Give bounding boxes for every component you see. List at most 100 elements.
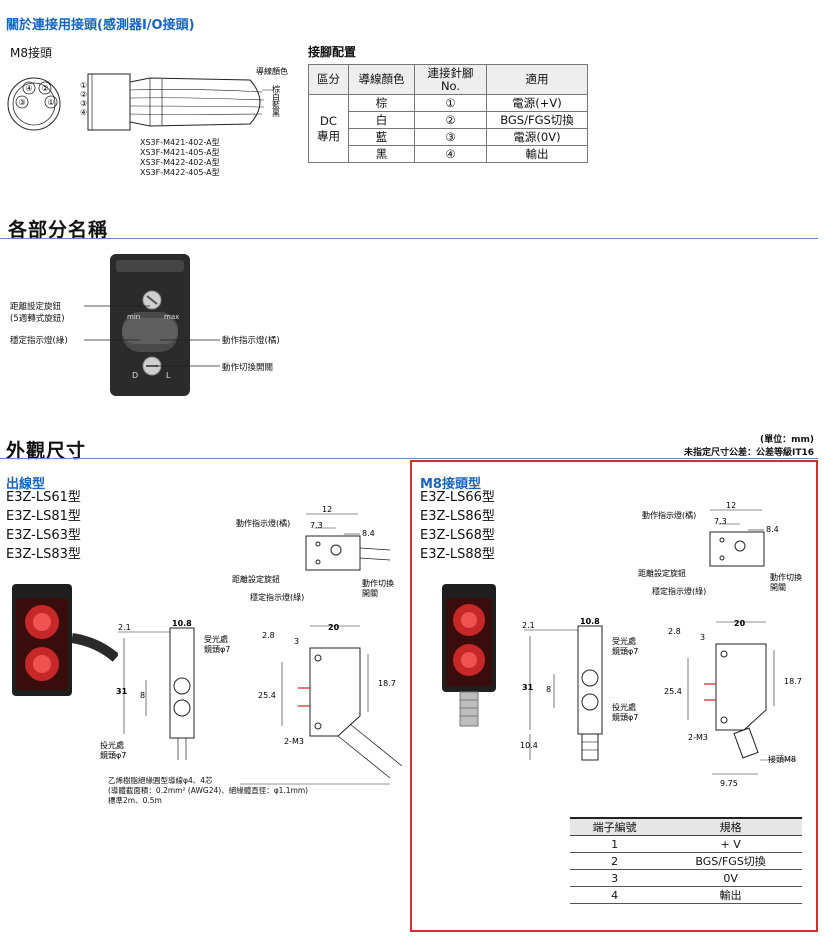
terminal-cell: + V — [659, 835, 802, 853]
pin-table-header: 區分 — [308, 64, 349, 95]
parts-leader-lines — [84, 305, 220, 367]
wire-color-header: 導線顏色 — [256, 66, 288, 76]
lbl-m3: 2-M3 — [688, 733, 708, 742]
section-divider — [0, 238, 818, 239]
dim-2-8: 2.8 — [668, 627, 681, 636]
lbl-rx-lens-2: 鏡頭φ7 — [204, 644, 230, 654]
dim-12: 12 — [726, 501, 736, 510]
dim-7-3: 7.3 — [714, 517, 727, 526]
wire-color-white: 白 — [272, 92, 280, 102]
l-label: L — [166, 371, 171, 380]
pin-table: 區分 導線顏色 連接針腳 No. 適用 DC 專用 棕 ① 電源(+V) 白 ②… — [308, 64, 588, 163]
dim-18-7: 18.7 — [784, 677, 802, 686]
max-label: max — [164, 313, 179, 321]
m8-type-highlight-box — [410, 460, 818, 932]
pin-table-header: 適用 — [486, 64, 588, 95]
m8-sensor-photo — [442, 584, 496, 727]
dim-2-8: 2.8 — [262, 631, 275, 640]
dim-31: 31 — [522, 683, 534, 692]
m8-model: E3Z-LS68型 — [420, 528, 495, 543]
model-1: XS3F-M421-402-A型 — [140, 138, 220, 147]
lbl-connector-m8: 接頭M8 — [768, 754, 796, 764]
cable-sensor-photo — [12, 584, 118, 696]
cable-model: E3Z-LS61型 — [6, 490, 81, 505]
pin-table-header: 導線顏色 — [348, 64, 415, 95]
terminal-table: 端子編號 規格 1 + V 2 BGS/FGS切換 3 0V 4 輸出 — [570, 817, 802, 904]
cable-note: 乙烯樹脂絕緣圓型導線φ4、4芯 (導體截面積：0.2mm² (AWG24)、絕緣… — [108, 776, 309, 805]
dim-9-75: 9.75 — [720, 779, 738, 788]
m8-type-title: M8接頭型 — [420, 477, 481, 492]
dim-20: 20 — [328, 623, 340, 632]
section-divider — [0, 458, 818, 459]
cable-dimension-drawing: 12 7.3 8.4 動作指示燈(橘) 距離設定旋鈕 穩定指示燈(綠) 動作切換… — [100, 505, 403, 785]
lbl-mode-sw-1: 動作切換 — [362, 578, 394, 588]
dim-10-8: 10.8 — [580, 617, 600, 626]
label-distance-knob: 距離設定旋鈕 (5週轉式旋鈕) — [10, 302, 65, 324]
m8-label: M8接頭 — [10, 46, 52, 60]
dim-8: 8 — [140, 691, 145, 700]
cable-model: E3Z-LS81型 — [6, 509, 81, 524]
pin-table-title: 接腳配置 — [308, 45, 357, 59]
terminal-cell: BGS/FGS切換 — [659, 852, 802, 870]
pin-3: ③ — [19, 98, 26, 107]
lbl-tx-lens-1: 投光處 — [612, 702, 636, 712]
tolerance-label: 未指定尺寸公差：公差等級IT16 — [683, 448, 814, 458]
pin-1: ① — [48, 98, 55, 107]
min-label: min — [127, 313, 140, 321]
lbl-stab-led: 穩定指示燈(綠) — [250, 592, 304, 602]
pin-table-cell: 黑 — [348, 145, 415, 163]
connector-section-title: 關於連接用接頭(感測器I/O接頭) — [6, 18, 195, 33]
wire-color-black: 黑 — [272, 109, 280, 118]
wire-color-blue: 藍 — [272, 100, 280, 110]
dim-2-1: 2.1 — [118, 623, 131, 632]
cable-type-title: 出線型 — [6, 477, 46, 492]
m8-type-models: E3Z-LS66型 E3Z-LS86型 E3Z-LS68型 E3Z-LS88型 — [420, 488, 495, 564]
lbl-mode-sw-2: 開關 — [362, 589, 378, 598]
pin-table-cell: 電源(0V) — [486, 128, 588, 146]
dim-18-7: 18.7 — [378, 679, 396, 688]
lbl-mode-sw-2: 開關 — [770, 583, 786, 592]
cable-pin-4: ④ — [80, 108, 87, 117]
pin-table-cell: 藍 — [348, 128, 415, 146]
lbl-rx-lens-1: 受光處 — [612, 636, 636, 646]
pin-table-group: DC 專用 — [308, 94, 349, 163]
wire-color-brown: 棕 — [272, 84, 280, 94]
terminal-cell: 輸出 — [659, 886, 802, 904]
m8-model: E3Z-LS88型 — [420, 547, 495, 562]
lbl-dist-knob: 距離設定旋鈕 — [638, 568, 686, 578]
pin-table-cell: ② — [414, 111, 487, 129]
cable-pin-2: ② — [80, 90, 87, 99]
m8-model: E3Z-LS86型 — [420, 509, 495, 524]
cable-pin-1: ① — [80, 81, 87, 90]
pin-4: ④ — [26, 84, 33, 93]
pin-table-cell: 白 — [348, 111, 415, 129]
dim-31: 31 — [116, 687, 128, 696]
cable-type-models: E3Z-LS61型 E3Z-LS81型 E3Z-LS63型 E3Z-LS83型 — [6, 488, 81, 564]
cable-model: E3Z-LS63型 — [6, 528, 81, 543]
label-stability-led: 穩定指示燈(綠) — [10, 336, 68, 346]
lbl-dist-knob: 距離設定旋鈕 — [232, 574, 280, 584]
unit-note: (單位：mm) 未指定尺寸公差：公差等級IT16 — [684, 432, 814, 458]
dim-10-8: 10.8 — [172, 619, 192, 628]
lbl-mode-sw-1: 動作切換 — [770, 572, 802, 582]
sensor-top-photo: min max D L — [110, 254, 190, 396]
model-3: XS3F-M422-402-A型 — [140, 158, 220, 167]
pin-table-header: 連接針腳 No. — [414, 64, 487, 95]
cable-pin-3: ③ — [80, 99, 87, 108]
dim-25-4: 25.4 — [258, 691, 276, 700]
pin-table-cell: ① — [414, 94, 487, 112]
cable-model: E3Z-LS83型 — [6, 547, 81, 562]
m8-model: E3Z-LS66型 — [420, 490, 495, 505]
lbl-m3: 2-M3 — [284, 737, 304, 746]
pin-2: ② — [42, 84, 49, 93]
terminal-cell: 3 — [570, 869, 660, 887]
lbl-tx-lens-1: 投光處 — [100, 740, 124, 750]
label-operation-led: 動作指示燈(橘) — [222, 336, 280, 346]
terminal-header-no: 端子編號 — [570, 817, 660, 836]
lbl-tx-lens-2: 鏡頭φ7 — [612, 712, 638, 722]
parts-section-title: 各部分名稱 — [8, 219, 109, 241]
dim-8: 8 — [546, 685, 551, 694]
dim-10-4: 10.4 — [520, 741, 538, 750]
lbl-op-led: 動作指示燈(橘) — [642, 510, 696, 520]
connector-drawing: ④ ② ③ ① ① ② ③ ④ 導線顏色 棕 白 藍 黑 — [7, 66, 288, 131]
